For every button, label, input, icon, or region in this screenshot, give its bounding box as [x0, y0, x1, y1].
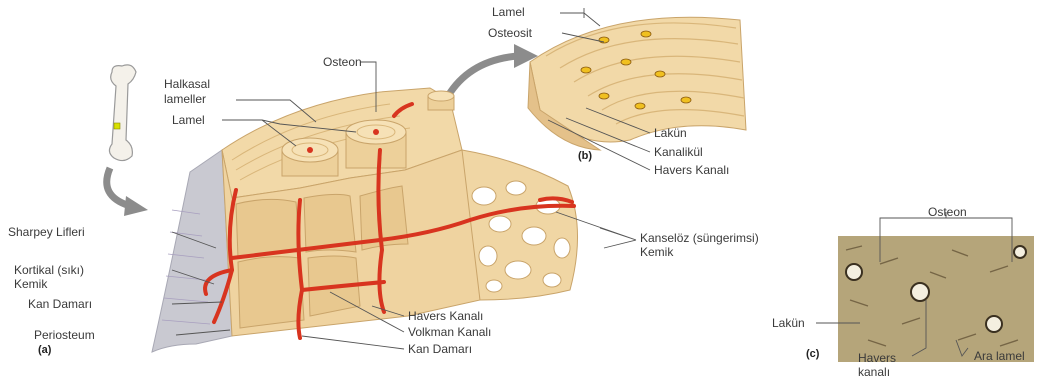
label-lamel-main: Lamel	[172, 114, 205, 127]
label-havers-main: Havers Kanalı	[408, 310, 483, 323]
label-panel-b: (b)	[578, 150, 592, 163]
label-kortikal-2: Kemik	[14, 278, 47, 291]
label-osteon-main: Osteon	[323, 56, 362, 69]
label-sharpey: Sharpey Lifleri	[8, 226, 85, 239]
label-halkasal: Halkasal	[164, 78, 210, 91]
label-kan-damari-bottom: Kan Damarı	[408, 343, 472, 356]
label-lakun-b: Lakün	[654, 127, 687, 140]
periosteum-layer	[152, 150, 232, 352]
label-kanalikul: Kanalikül	[654, 146, 703, 159]
zoom-arrow-top	[448, 44, 538, 96]
label-periosteum: Periosteum	[34, 329, 95, 342]
osteon-wedge-b	[528, 17, 746, 150]
label-kortikal-1: Kortikal (sıkı)	[14, 264, 84, 277]
label-kanseloz-1: Kanselöz (süngerimsi)	[640, 232, 759, 245]
label-ara-lamel: Ara lamel	[974, 350, 1025, 363]
label-osteosit: Osteosit	[488, 27, 532, 40]
micrograph-c	[838, 236, 1034, 362]
label-lakun-c: Lakün	[772, 317, 805, 330]
spongy-bone	[462, 150, 578, 300]
zoom-arrow-left	[107, 168, 148, 216]
label-lameller: lameller	[164, 93, 206, 106]
label-lamel-b: Lamel	[492, 6, 525, 19]
label-havers-c-2: kanalı	[858, 366, 890, 379]
label-panel-c: (c)	[806, 348, 819, 361]
label-kanseloz-2: Kemik	[640, 246, 673, 259]
osteon-cylinder-3	[428, 91, 454, 110]
label-kan-damari-left: Kan Damarı	[28, 298, 92, 311]
label-havers-c-1: Havers	[858, 352, 896, 365]
label-osteon-c: Osteon	[928, 206, 967, 219]
osteon-cylinder-2	[346, 120, 406, 168]
label-volkman: Volkman Kanalı	[408, 326, 491, 339]
label-havers-b: Havers Kanalı	[654, 164, 729, 177]
osteon-cylinder-1	[282, 138, 338, 176]
label-panel-a: (a)	[38, 344, 51, 357]
long-bone-icon	[109, 65, 136, 161]
